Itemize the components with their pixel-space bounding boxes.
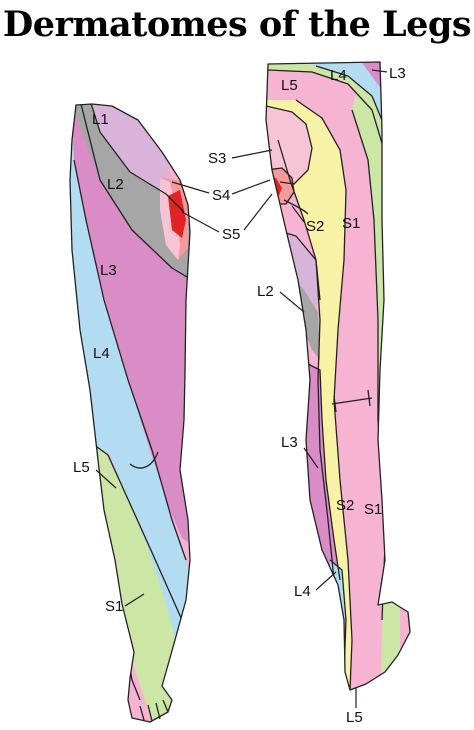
front-label-l5: L5: [73, 459, 90, 476]
back-label-s2-upper: S2: [306, 218, 324, 235]
front-zone-l1: [70, 104, 188, 225]
back-label-l3-top: L3: [389, 65, 406, 82]
back-label-l5-lower: L5: [346, 709, 363, 726]
back-zone-l4-top: [300, 62, 386, 130]
back-label-l3: L3: [281, 434, 298, 451]
back-label-l5: L5: [281, 77, 298, 94]
front-zone-l2: [70, 104, 190, 282]
front-label-l2: L2: [107, 176, 124, 193]
front-zone-l4: [70, 104, 190, 722]
back-label-l2: L2: [257, 283, 274, 300]
front-zone-s5: [168, 190, 186, 238]
back-label-s1-lower: S1: [364, 501, 382, 518]
front-label-s1: S1: [105, 598, 123, 615]
front-label-l4: L4: [93, 345, 110, 362]
back-label-l4: L4: [330, 67, 347, 84]
front-zone-s3: [160, 178, 180, 260]
back-label-l4-lower: L4: [294, 583, 311, 600]
back-label-s3: S3: [208, 150, 226, 167]
page-title: Dermatomes of the Legs: [2, 4, 472, 45]
front-label-s5: S5: [222, 226, 240, 243]
back-zone-l3: [300, 360, 340, 580]
front-zone-l3: [70, 104, 190, 545]
front-label-l1: L1: [92, 111, 109, 128]
back-zone-s3: [266, 106, 312, 184]
front-label-l3: L3: [100, 262, 117, 279]
front-label-s4: S4: [212, 187, 230, 204]
back-label-s2-lower: S2: [336, 497, 354, 514]
back-label-s1-upper: S1: [342, 215, 360, 232]
